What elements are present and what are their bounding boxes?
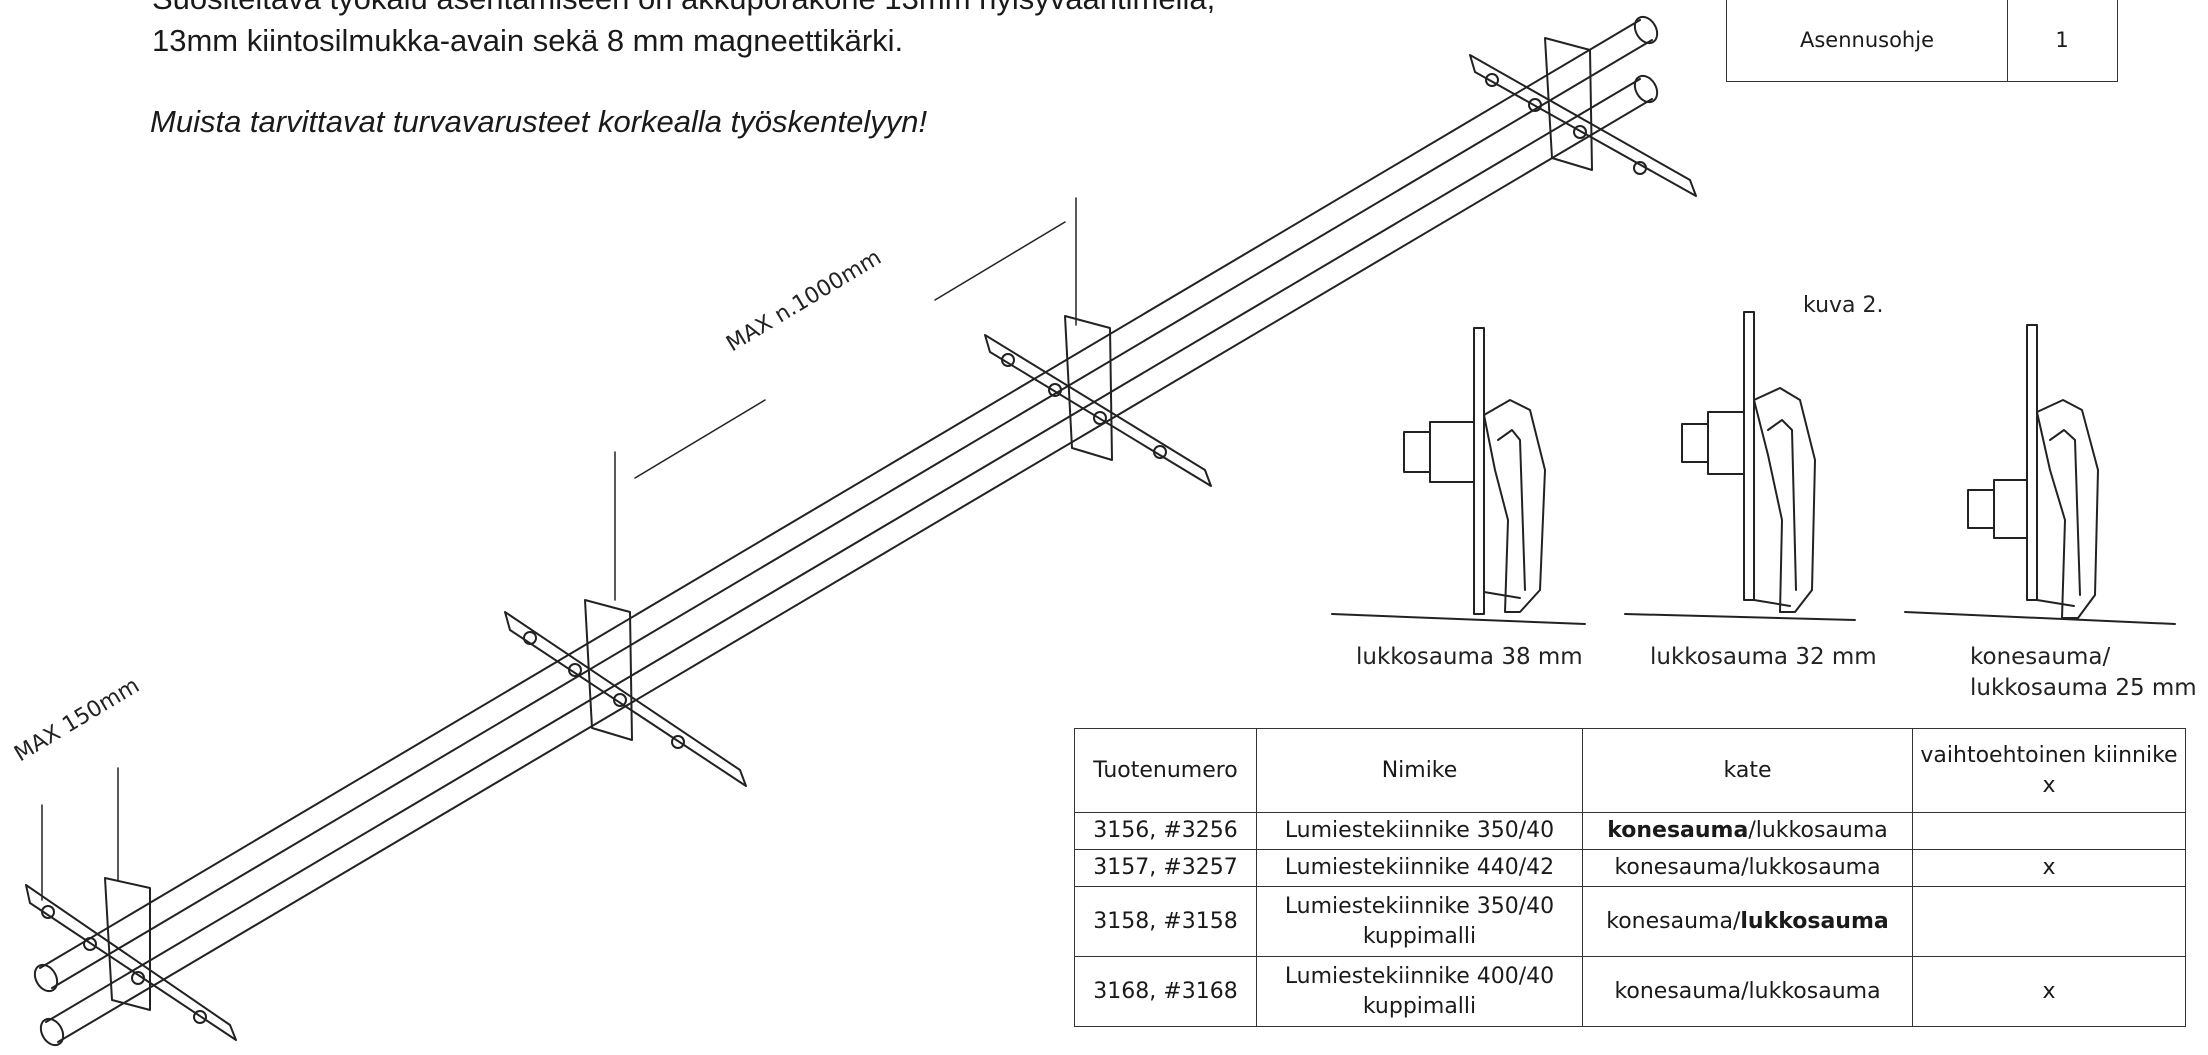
figure-label: kuva 2. (1803, 293, 1884, 318)
cell-code: 3158, #3158 (1074, 886, 1257, 957)
header-tuotenumero: Tuotenumero (1074, 728, 1257, 813)
cell-kate: konesauma/lukkosauma (1582, 812, 1913, 850)
seam-profile-25 (1904, 324, 2176, 625)
header-kate: kate (1582, 728, 1913, 813)
bracket-1 (25, 877, 237, 1041)
cell-alt: x (1912, 956, 2186, 1027)
bracket-3 (984, 315, 1212, 487)
seam-profile-32 (1624, 311, 1856, 621)
dimension-max-spacing: MAX n.1000mm (722, 245, 886, 357)
safety-warning: Muista tarvittavat turvavarusteet korkea… (150, 104, 928, 139)
cell-alt: x (1912, 849, 2186, 887)
cell-kate: konesauma/lukkosauma (1582, 886, 1913, 957)
cell-alt (1912, 812, 2186, 850)
cell-name: Lumiestekiinnike 350/40 (1256, 812, 1583, 850)
cell-name: Lumiestekiinnike 440/42 (1256, 849, 1583, 887)
cell-kate: konesauma/lukkosauma (1582, 849, 1913, 887)
cell-code: 3157, #3257 (1074, 849, 1257, 887)
intro-text: Suositeltava työkalu asentamiseen on akk… (152, 0, 1215, 62)
dimension-max-edge: MAX 150mm (10, 673, 144, 767)
caption-lukkosauma-38: lukkosauma 38 mm (1356, 644, 1583, 670)
seam-profile-38 (1331, 327, 1586, 625)
document-title: Asennusohje (1727, 0, 2008, 81)
intro-line-2: 13mm kiintosilmukka-avain sekä 8 mm magn… (152, 23, 904, 58)
cell-kate: konesauma/lukkosauma (1582, 956, 1913, 1027)
intro-line-1: Suositeltava työkalu asentamiseen on akk… (152, 0, 1215, 20)
caption-lukkosauma-32: lukkosauma 32 mm (1650, 644, 1877, 670)
caption-konesauma-line2: lukkosauma 25 mm (1970, 675, 2197, 701)
caption-konesauma-25: konesauma/ lukkosauma 25 mm (1970, 642, 2197, 704)
snow-guard-pipes (33, 15, 1659, 1047)
caption-konesauma-line1: konesauma/ (1970, 644, 2111, 670)
header-vaihtoehtoinen: vaihtoehtoinen kiinnike x (1912, 728, 2186, 813)
dimension-lines (41, 197, 1077, 901)
header-nimike: Nimike (1256, 728, 1583, 813)
bracket-4 (1469, 37, 1697, 197)
page-number: 1 (2055, 28, 2069, 52)
product-table: Tuotenumero Nimike kate vaihtoehtoinen k… (1074, 728, 2186, 1027)
table-row: 3157, #3257 Lumiestekiinnike 440/42 kone… (1074, 849, 2186, 887)
table-row: 3156, #3256 Lumiestekiinnike 350/40 kone… (1074, 812, 2186, 850)
document-info-box: Asennusohje 1 (1726, 0, 2118, 82)
cell-code: 3156, #3256 (1074, 812, 1257, 850)
cell-code: 3168, #3168 (1074, 956, 1257, 1027)
cell-alt (1912, 886, 2186, 957)
bracket-2 (504, 599, 747, 787)
table-header-row: Tuotenumero Nimike kate vaihtoehtoinen k… (1074, 728, 2186, 813)
